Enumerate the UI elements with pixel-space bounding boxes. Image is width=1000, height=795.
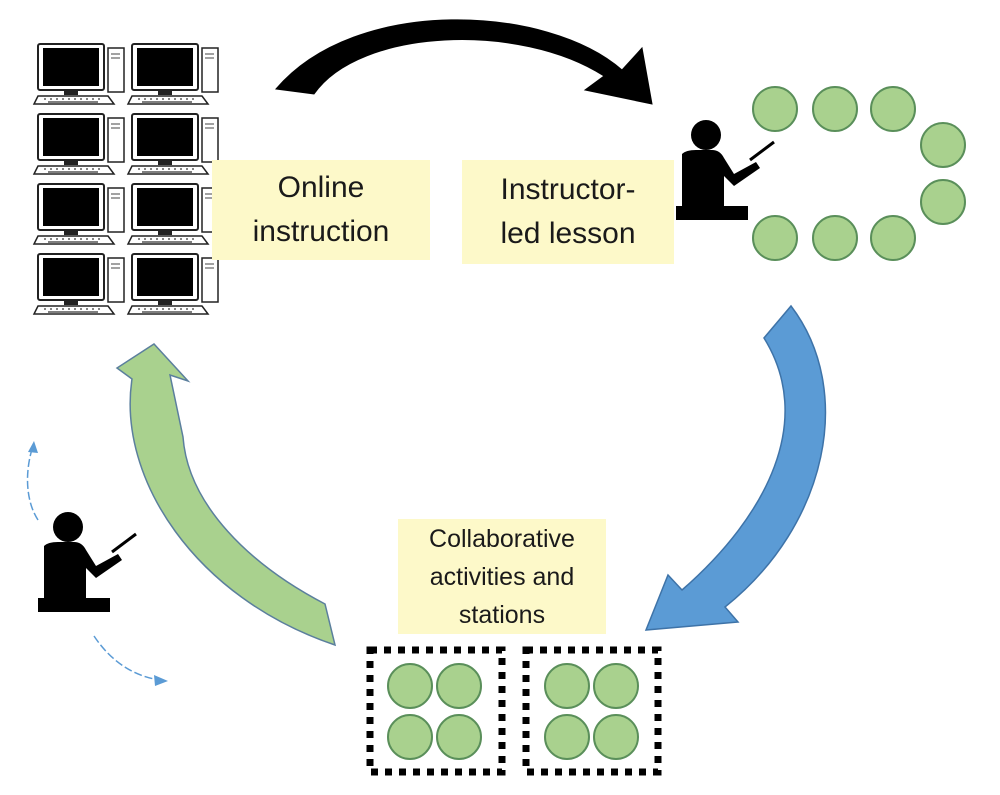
dashed-arrow-upper — [26, 445, 39, 521]
computer-workstation-icon — [33, 113, 125, 175]
student-circle-icon — [593, 714, 639, 760]
student-circle-icon — [436, 714, 482, 760]
student-circle-icon — [920, 122, 966, 168]
dashed-arrow-lower — [93, 635, 161, 681]
arrow-collab-to-online — [115, 343, 337, 647]
station-group-left — [366, 646, 506, 776]
student-circle-icon — [870, 86, 916, 132]
computer-workstation-icon — [33, 253, 125, 315]
student-circle-icon — [752, 86, 798, 132]
student-circle-icon — [752, 215, 798, 261]
instructor-with-pointer-icon — [36, 510, 138, 614]
label-collaborative-activities: Collaborative activities and stations — [398, 519, 606, 634]
student-circle-icon — [387, 663, 433, 709]
computer-workstation-icon — [127, 253, 219, 315]
student-circle-icon — [920, 179, 966, 225]
computer-workstation-icon — [33, 183, 125, 245]
computer-workstation-icon — [127, 43, 219, 105]
student-oval-group — [752, 86, 966, 261]
computer-workstation-icon — [33, 43, 125, 105]
label-online-instruction: Online instruction — [212, 160, 430, 260]
computer-grid — [33, 43, 219, 315]
label-online-instruction-text: Online instruction — [252, 171, 390, 248]
computer-workstation-icon — [127, 183, 219, 245]
arrow-lesson-to-collab — [644, 304, 827, 631]
student-circle-icon — [812, 86, 858, 132]
student-circle-icon — [436, 663, 482, 709]
computer-workstation-icon — [127, 113, 219, 175]
arrow-online-to-lesson — [275, 19, 653, 105]
student-circle-icon — [544, 663, 590, 709]
student-circle-icon — [812, 215, 858, 261]
label-collaborative-activities-text: Collaborative activities and stations — [429, 524, 575, 629]
label-instructor-led-lesson-text: Instructor- led lesson — [500, 173, 636, 250]
student-circle-icon — [870, 215, 916, 261]
label-instructor-led-lesson: Instructor- led lesson — [462, 160, 674, 264]
student-circle-icon — [544, 714, 590, 760]
student-circle-icon — [387, 714, 433, 760]
station-group-right — [522, 646, 662, 776]
instructor-with-pointer-icon — [674, 118, 776, 222]
student-circle-icon — [593, 663, 639, 709]
